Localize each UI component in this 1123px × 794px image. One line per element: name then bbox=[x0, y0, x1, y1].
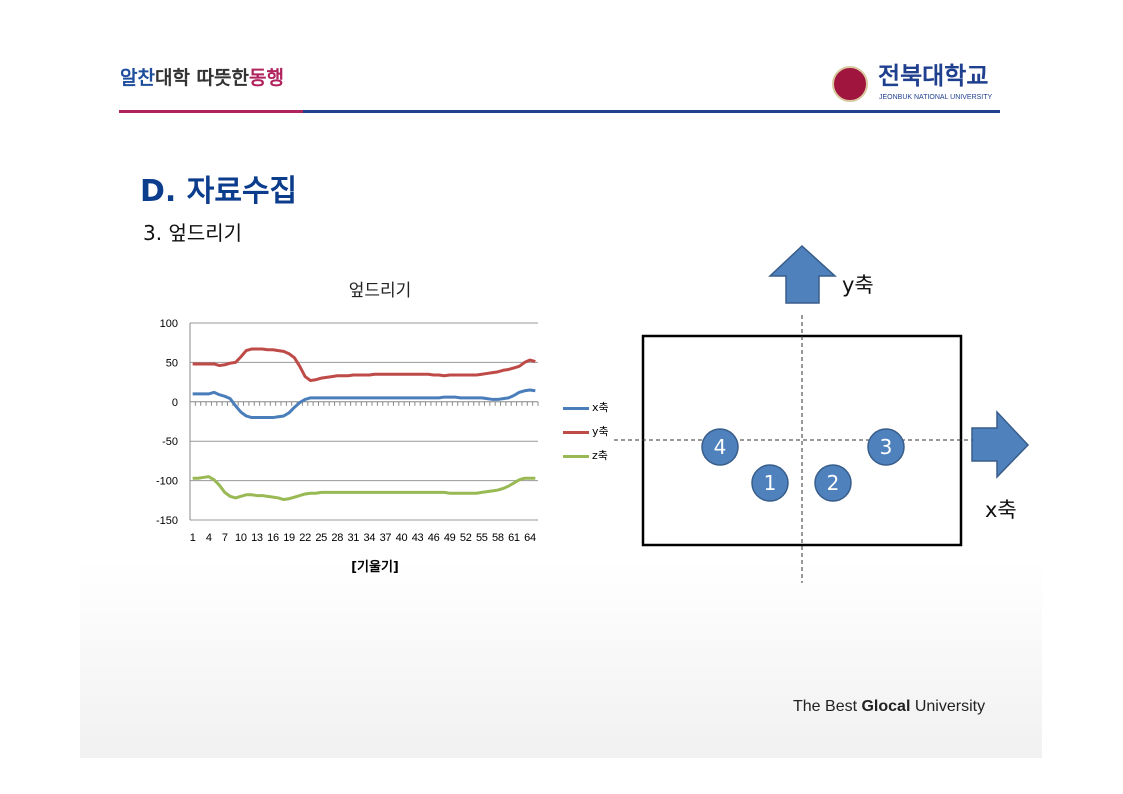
footer-post: University bbox=[910, 698, 986, 715]
x-tick-label: 37 bbox=[380, 532, 392, 544]
x-tick-label: 43 bbox=[412, 532, 424, 544]
x-tick-label: 10 bbox=[235, 532, 247, 544]
legend-label: x축 bbox=[592, 401, 609, 414]
legend-swatch bbox=[563, 454, 589, 458]
x-tick-label: 25 bbox=[315, 532, 327, 544]
x-tick-label: 28 bbox=[331, 532, 343, 544]
x-tick-label: 55 bbox=[476, 532, 488, 544]
slogan-part2: 대학 따뜻한 bbox=[154, 67, 249, 89]
university-name-en: JEONBUK NATIONAL UNIVERSITY bbox=[879, 94, 993, 101]
x-tick-label: 7 bbox=[222, 532, 228, 544]
x-tick-label: 46 bbox=[428, 532, 440, 544]
footer-pre: The Best bbox=[793, 698, 862, 715]
legend-item-z: z축 bbox=[563, 449, 608, 463]
y-tick-label: -100 bbox=[156, 476, 178, 488]
y-tick-label: -50 bbox=[162, 436, 178, 448]
chart-xlabel: [기울기] bbox=[351, 560, 399, 575]
y-axis-label: y축 bbox=[842, 273, 874, 297]
x-tick-label: 31 bbox=[347, 532, 359, 544]
legend-swatch bbox=[563, 430, 589, 434]
slogan-part3: 동행 bbox=[248, 67, 284, 89]
position-circle-1 bbox=[751, 464, 789, 502]
y-tick-label: 100 bbox=[160, 318, 178, 330]
x-tick-label: 52 bbox=[460, 532, 472, 544]
legend-label: y축 bbox=[592, 425, 609, 438]
university-name: 전북대학교 bbox=[878, 62, 989, 90]
university-seal-icon bbox=[832, 66, 868, 102]
x-tick-label: 49 bbox=[444, 532, 456, 544]
x-tick-label: 61 bbox=[508, 532, 520, 544]
x-tick-label: 1 bbox=[190, 532, 196, 544]
y-tick-label: 50 bbox=[166, 357, 178, 369]
slogan-part1: 알찬 bbox=[120, 67, 155, 89]
series-line-z축 bbox=[192, 475, 536, 502]
position-circle-3 bbox=[867, 428, 905, 466]
position-label: 1 bbox=[764, 471, 777, 495]
position-circle-2 bbox=[814, 464, 852, 502]
x-tick-label: 19 bbox=[283, 532, 295, 544]
position-label: 3 bbox=[880, 435, 893, 459]
legend-swatch bbox=[563, 406, 589, 410]
footer-tagline: The Best Glocal University bbox=[793, 697, 985, 717]
x-tick-label: 58 bbox=[492, 532, 504, 544]
legend-label: z축 bbox=[592, 449, 608, 462]
slogan-logo: 알찬대학 따뜻한동행 bbox=[120, 66, 284, 90]
position-label: 2 bbox=[827, 471, 840, 495]
x-tick-label: 16 bbox=[267, 532, 279, 544]
header-divider-pink bbox=[119, 110, 303, 113]
chart-title: 엎드리기 bbox=[348, 281, 412, 301]
x-tick-label: 64 bbox=[524, 532, 536, 544]
position-label: 4 bbox=[714, 435, 727, 459]
x-tick-label: 40 bbox=[396, 532, 408, 544]
x-tick-label: 4 bbox=[206, 532, 212, 544]
y-arrow-icon bbox=[768, 244, 837, 304]
legend-item-y: y축 bbox=[563, 425, 609, 439]
background-fade bbox=[80, 560, 1042, 758]
x-tick-label: 34 bbox=[364, 532, 376, 544]
slide-title: D. 자료수집 bbox=[140, 174, 298, 209]
series-line-y축 bbox=[192, 347, 536, 383]
x-axis-label: x축 bbox=[985, 498, 1017, 522]
y-tick-label: -150 bbox=[156, 515, 178, 527]
y-tick-label: 0 bbox=[172, 397, 178, 409]
header-divider-blue bbox=[303, 110, 1000, 113]
legend-item-x: x축 bbox=[563, 401, 609, 415]
footer-bold: Glocal bbox=[861, 698, 911, 715]
x-tick-label: 13 bbox=[251, 532, 263, 544]
x-arrow-icon bbox=[971, 410, 1030, 479]
series-line-x축 bbox=[192, 388, 536, 420]
position-circle-4 bbox=[701, 428, 739, 466]
x-tick-label: 22 bbox=[299, 532, 311, 544]
slide-subtitle: 3. 엎드리기 bbox=[143, 221, 243, 245]
